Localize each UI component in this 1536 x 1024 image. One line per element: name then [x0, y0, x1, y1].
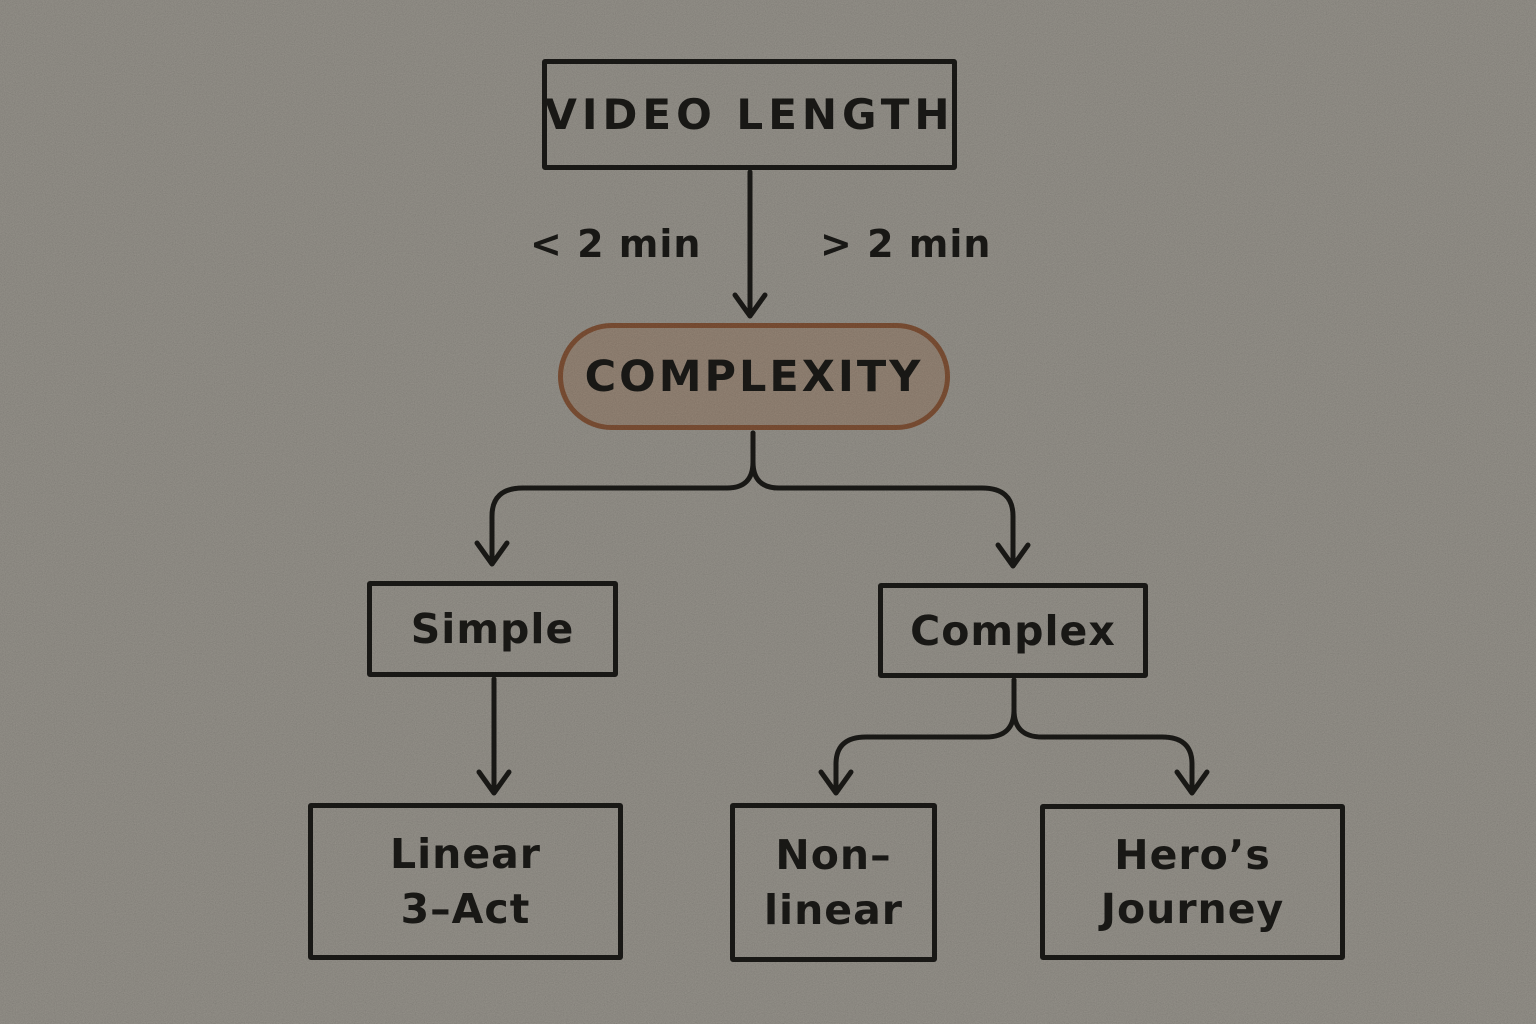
edge-label-greater-than-2min: > 2 min: [820, 222, 992, 266]
node-non-linear-line1: Non–: [775, 831, 892, 880]
node-linear-3-act-line2: 3–Act: [400, 884, 531, 933]
node-simple: Simple: [367, 581, 618, 677]
node-complexity: COMPLEXITY: [558, 323, 950, 430]
node-complexity-label: COMPLEXITY: [584, 351, 924, 402]
node-heros-journey: Hero’s Journey: [1040, 804, 1345, 960]
edge-simple-to-linear-3-act: [476, 676, 512, 796]
node-linear-3-act-line1: Linear: [389, 830, 542, 879]
edge-complex-to-non-linear: [818, 677, 1017, 796]
node-non-linear-line2: linear: [764, 885, 903, 934]
edge-complexity-to-complex: [750, 430, 1031, 569]
node-video-length: VIDEO LENGTH: [542, 59, 957, 170]
node-complex-label: Complex: [910, 606, 1116, 655]
node-simple-label: Simple: [410, 605, 575, 653]
node-heros-journey-line1: Hero’s: [1114, 830, 1271, 879]
node-video-length-label: VIDEO LENGTH: [544, 90, 955, 139]
edge-complex-to-heros-journey: [1011, 677, 1210, 796]
node-linear-3-act: Linear 3–Act: [308, 803, 623, 960]
node-complex: Complex: [878, 583, 1148, 678]
edge-complexity-to-simple: [474, 430, 756, 567]
node-heros-journey-line2: Journey: [1100, 885, 1285, 933]
edge-video-length-to-complexity: [732, 169, 768, 319]
edge-label-less-than-2min: < 2 min: [530, 222, 702, 266]
node-non-linear: Non– linear: [730, 803, 937, 962]
